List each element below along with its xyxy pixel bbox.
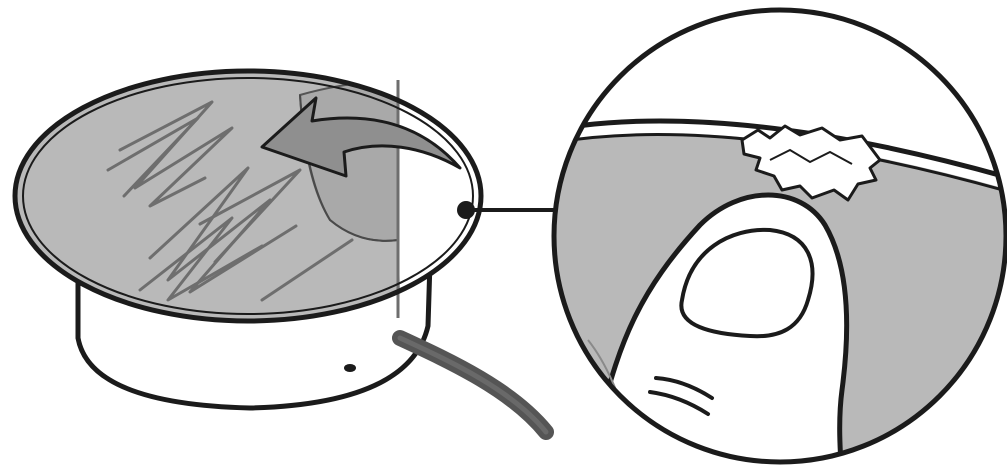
- device-overview: [0, 40, 546, 432]
- zoom-detail: [540, 10, 1007, 467]
- status-led-icon: [344, 364, 356, 372]
- power-cable-icon: [400, 338, 546, 432]
